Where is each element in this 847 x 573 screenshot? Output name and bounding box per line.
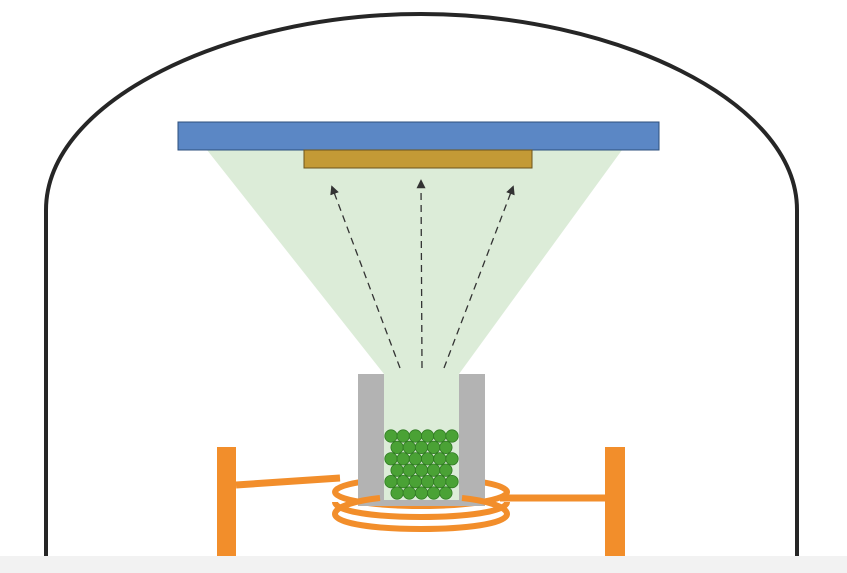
chamber-floor	[0, 556, 847, 573]
vapor-plume	[207, 150, 622, 374]
electrode-post-left	[217, 447, 236, 556]
substrate	[303, 149, 533, 169]
source-pellet	[433, 474, 447, 489]
source-pellet	[420, 429, 435, 443]
source-pellet	[408, 452, 422, 466]
source-pellet	[396, 474, 410, 489]
source-pellet	[390, 463, 404, 477]
source-pellet	[390, 440, 404, 454]
source-pellet	[408, 429, 422, 443]
source-pellet	[427, 440, 441, 454]
source-pellet	[402, 463, 416, 477]
source-pellet	[439, 440, 453, 454]
source-pellet	[445, 429, 459, 443]
vacuum-chamber	[44, 11, 799, 556]
heater-lead-left	[235, 474, 341, 489]
source-pellet	[439, 463, 453, 477]
substrate-holder	[177, 121, 660, 151]
flux-arrow-right	[443, 185, 515, 369]
vapor-flux-arrows	[330, 179, 515, 369]
source-pellet	[420, 452, 435, 466]
source-pellet	[433, 452, 447, 466]
source-pellet	[414, 463, 429, 477]
source-pellet	[396, 429, 410, 443]
source-pellet	[433, 429, 447, 443]
crucible	[358, 374, 485, 506]
source-pellet	[396, 452, 410, 466]
source-pellet	[414, 486, 429, 500]
source-pellet	[402, 486, 416, 500]
source-pellet	[427, 486, 441, 500]
source-pellet	[414, 440, 429, 454]
source-material	[384, 429, 459, 500]
flux-arrow-left	[330, 185, 401, 369]
source-pellet	[408, 474, 422, 489]
electrode-post-right	[605, 447, 625, 556]
source-pellet	[384, 474, 398, 489]
source-pellet	[445, 452, 459, 466]
source-pellet	[439, 486, 453, 500]
heating-coil	[332, 495, 510, 532]
source-pellet	[384, 452, 398, 466]
source-pellet	[390, 486, 404, 500]
source-pellet	[427, 463, 441, 477]
source-pellet	[420, 474, 435, 489]
source-pellet	[402, 440, 416, 454]
source-pellet	[384, 429, 398, 443]
source-pellet	[445, 474, 459, 489]
